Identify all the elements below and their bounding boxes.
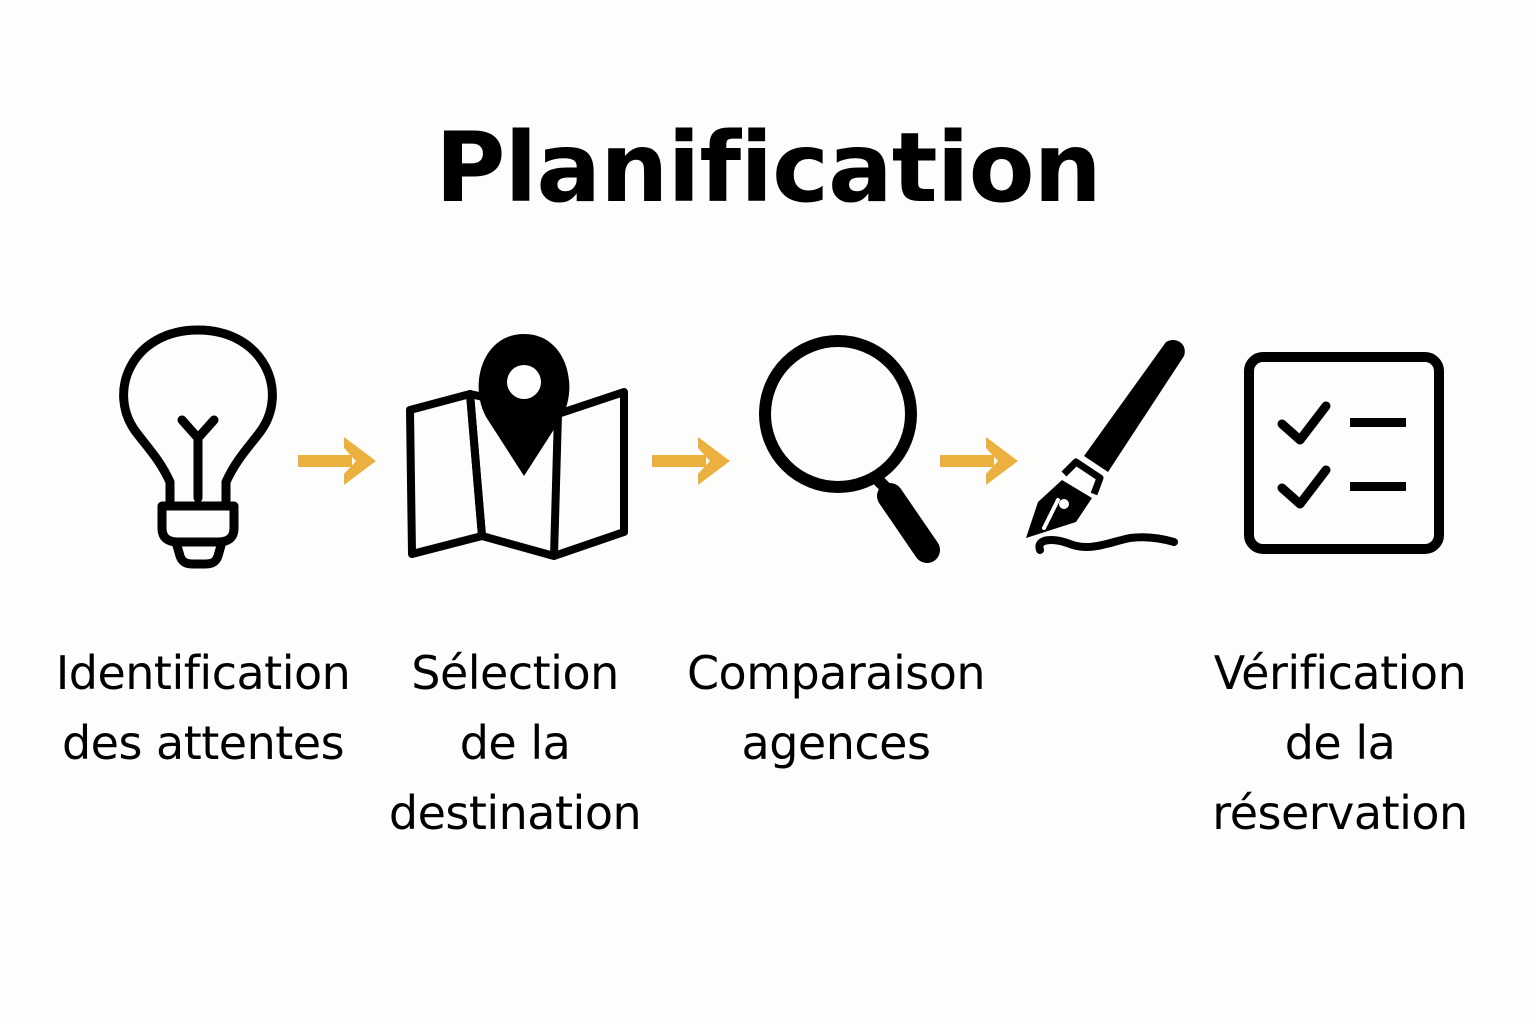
- step-label-identification: Identification des attentes: [55, 646, 351, 770]
- map-pin-icon: [406, 334, 628, 560]
- step-label-verification: Vérification de la réservation: [1212, 646, 1468, 840]
- lightbulb-icon: [119, 325, 277, 569]
- checklist-icon: [1244, 352, 1444, 554]
- arrow-right-icon: [652, 437, 730, 485]
- step-label-selection: Sélection de la destination: [388, 646, 642, 840]
- step-label-comparaison: Comparaison agences: [686, 646, 986, 770]
- magnifying-glass-icon: [759, 335, 940, 563]
- arrow-right-icon: [940, 437, 1018, 485]
- page-title: Planification: [435, 112, 1102, 224]
- fountain-pen-icon: [1026, 339, 1185, 554]
- arrow-right-icon: [298, 437, 376, 485]
